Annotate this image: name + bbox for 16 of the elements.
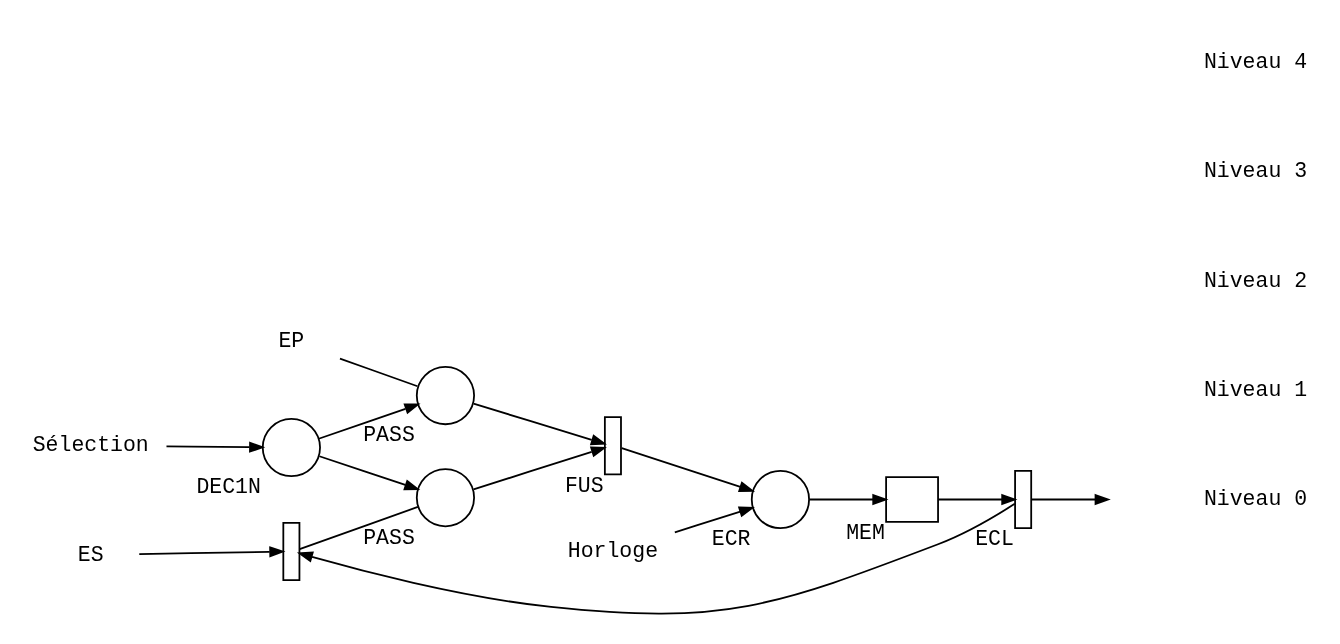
node-label: FUS <box>564 473 604 498</box>
node-label: ECL <box>975 527 1014 552</box>
label: Niveau 0 <box>1203 487 1308 512</box>
node-text: ES <box>77 542 104 567</box>
node-label: MEM <box>846 521 885 546</box>
node-text: EP <box>278 329 305 354</box>
label: Niveau 2 <box>1203 268 1308 293</box>
label: Niveau 4 <box>1203 49 1308 74</box>
label: Niveau 1 <box>1203 377 1308 402</box>
node-text: Horloge <box>567 539 659 563</box>
node-label: DEC1N <box>196 475 261 500</box>
node-label: PASS <box>363 525 415 550</box>
label: Niveau 3 <box>1203 159 1308 184</box>
node-label: ECR <box>711 527 751 552</box>
node-text: Sélection <box>32 433 149 458</box>
node-label: PASS <box>363 423 415 448</box>
